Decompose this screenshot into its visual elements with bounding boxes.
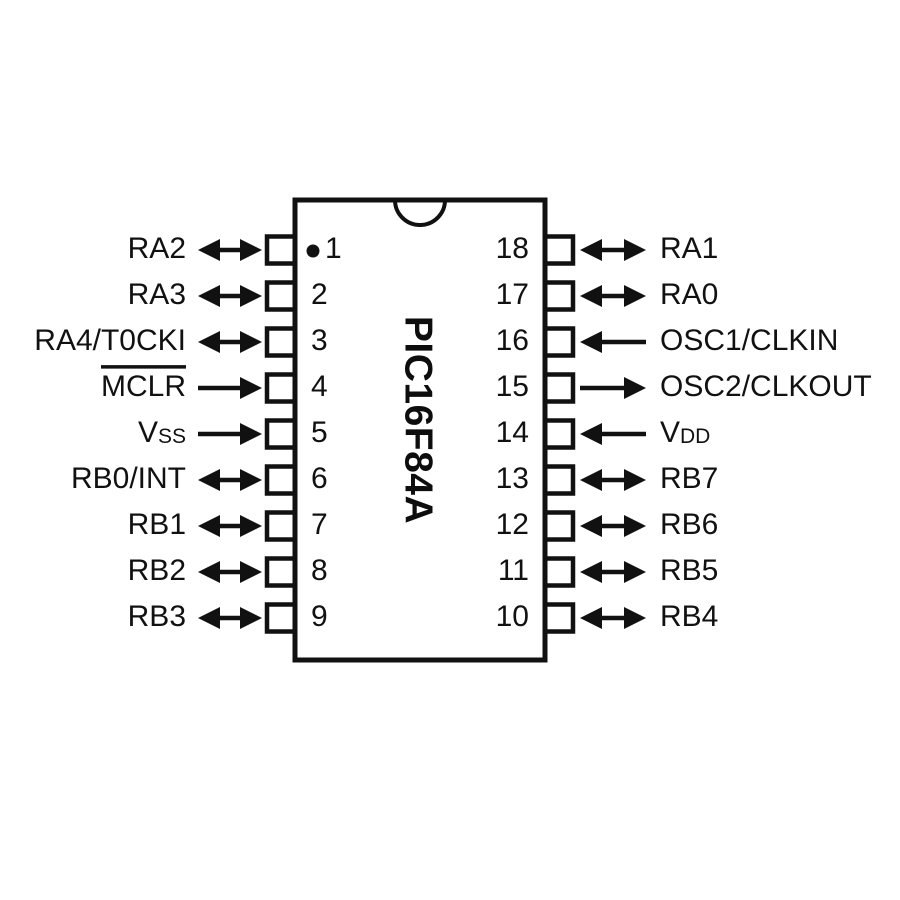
pin-box-13[interactable] xyxy=(542,464,576,496)
arrow-head-left-icon xyxy=(198,239,220,261)
chip-part-number: PIC16F84A xyxy=(397,316,440,524)
pin-label-right-13: RB7 xyxy=(660,462,718,495)
pin-box-7[interactable] xyxy=(264,510,298,542)
pin-label-right-14: VDD xyxy=(660,416,710,449)
pin-label-left-2: RA3 xyxy=(128,278,186,311)
chip-name-group: PIC16F84A xyxy=(397,316,440,524)
arrow-head-left-icon xyxy=(198,515,220,537)
arrow-head-right-icon xyxy=(240,285,262,307)
pin-number-4: 4 xyxy=(311,370,328,403)
pin-label-left-9: RB3 xyxy=(128,600,186,633)
pin-number-18: 18 xyxy=(496,232,529,265)
arrow-head-right-icon xyxy=(240,239,262,261)
pin-label-left-4: MCLR xyxy=(101,370,186,403)
arrow-head-right-icon xyxy=(624,515,646,537)
arrow-head-right-icon xyxy=(240,607,262,629)
chip-body-group xyxy=(292,197,548,663)
package-notch-icon xyxy=(393,199,447,227)
arrow-head-right-icon xyxy=(240,561,262,583)
pin-number-13: 13 xyxy=(496,462,529,495)
arrow-head-right-icon xyxy=(240,377,262,399)
pin-number-2: 2 xyxy=(311,278,328,311)
arrow-head-left-icon xyxy=(580,515,602,537)
pin-number-15: 15 xyxy=(496,370,529,403)
arrow-head-left-icon xyxy=(198,285,220,307)
arrow-head-left-icon xyxy=(198,469,220,491)
pin-number-10: 10 xyxy=(496,600,529,633)
pin-number-12: 12 xyxy=(496,508,529,541)
pin-label-right-15: OSC2/CLKOUT xyxy=(660,370,872,403)
pin-number-14: 14 xyxy=(496,416,529,449)
pin-number-3: 3 xyxy=(311,324,328,357)
arrow-head-left-icon xyxy=(580,423,602,445)
pin-box-11[interactable] xyxy=(542,556,576,588)
arrow-head-right-icon xyxy=(624,239,646,261)
pin-box-1[interactable] xyxy=(264,234,298,266)
arrow-head-left-icon xyxy=(580,561,602,583)
arrow-head-right-icon xyxy=(624,561,646,583)
pin-box-17[interactable] xyxy=(542,280,576,312)
arrow-head-left-icon xyxy=(580,239,602,261)
pin-label-right-17: RA0 xyxy=(660,278,718,311)
arrow-head-right-icon xyxy=(624,469,646,491)
arrow-head-right-icon xyxy=(240,331,262,353)
pin-number-5: 5 xyxy=(311,416,328,449)
pin-label-right-11: RB5 xyxy=(660,554,718,587)
pin-1-marker-dot-icon xyxy=(306,244,320,258)
pin-box-3[interactable] xyxy=(264,326,298,358)
pin-label-left-8: RB2 xyxy=(128,554,186,587)
pin-label-left-7: RB1 xyxy=(128,508,186,541)
pin-box-5[interactable] xyxy=(264,418,298,450)
pin-box-8[interactable] xyxy=(264,556,298,588)
pin-label-left-3: RA4/T0CKI xyxy=(34,324,186,357)
pin-label-right-12: RB6 xyxy=(660,508,718,541)
pin-number-16: 16 xyxy=(496,324,529,357)
arrow-head-left-icon xyxy=(198,331,220,353)
pin-box-16[interactable] xyxy=(542,326,576,358)
arrow-head-right-icon xyxy=(624,377,646,399)
arrow-head-right-icon xyxy=(624,285,646,307)
arrow-head-right-icon xyxy=(240,423,262,445)
pin-label-right-16: OSC1/CLKIN xyxy=(660,324,838,357)
pin-box-15[interactable] xyxy=(542,372,576,404)
pin-box-10[interactable] xyxy=(542,602,576,634)
pin-box-6[interactable] xyxy=(264,464,298,496)
arrow-head-left-icon xyxy=(198,561,220,583)
pin-number-11: 11 xyxy=(498,554,529,587)
pin-box-4[interactable] xyxy=(264,372,298,404)
arrow-head-left-icon xyxy=(198,607,220,629)
arrow-head-right-icon xyxy=(240,515,262,537)
chip-body-outline xyxy=(292,197,548,663)
pin-number-17: 17 xyxy=(496,278,529,311)
pin-label-left-6: RB0/INT xyxy=(71,462,186,495)
pin-label-right-10: RB4 xyxy=(660,600,718,633)
arrow-head-right-icon xyxy=(624,607,646,629)
pin-label-left-5: VSS xyxy=(138,416,186,449)
arrow-head-left-icon xyxy=(580,607,602,629)
arrow-head-left-icon xyxy=(580,285,602,307)
pin-box-12[interactable] xyxy=(542,510,576,542)
pin-number-6: 6 xyxy=(311,462,328,495)
pin-label-left-1: RA2 xyxy=(128,232,186,265)
pin-number-1: 1 xyxy=(325,232,342,265)
arrow-head-right-icon xyxy=(240,469,262,491)
pin-number-7: 7 xyxy=(311,508,328,541)
pin-box-18[interactable] xyxy=(542,234,576,266)
pin-number-9: 9 xyxy=(311,600,328,633)
pin-number-8: 8 xyxy=(311,554,328,587)
arrow-head-left-icon xyxy=(580,331,602,353)
pin-label-right-18: RA1 xyxy=(660,232,718,265)
pin-box-2[interactable] xyxy=(264,280,298,312)
arrow-head-left-icon xyxy=(580,469,602,491)
pin-box-14[interactable] xyxy=(542,418,576,450)
pin-box-9[interactable] xyxy=(264,602,298,634)
